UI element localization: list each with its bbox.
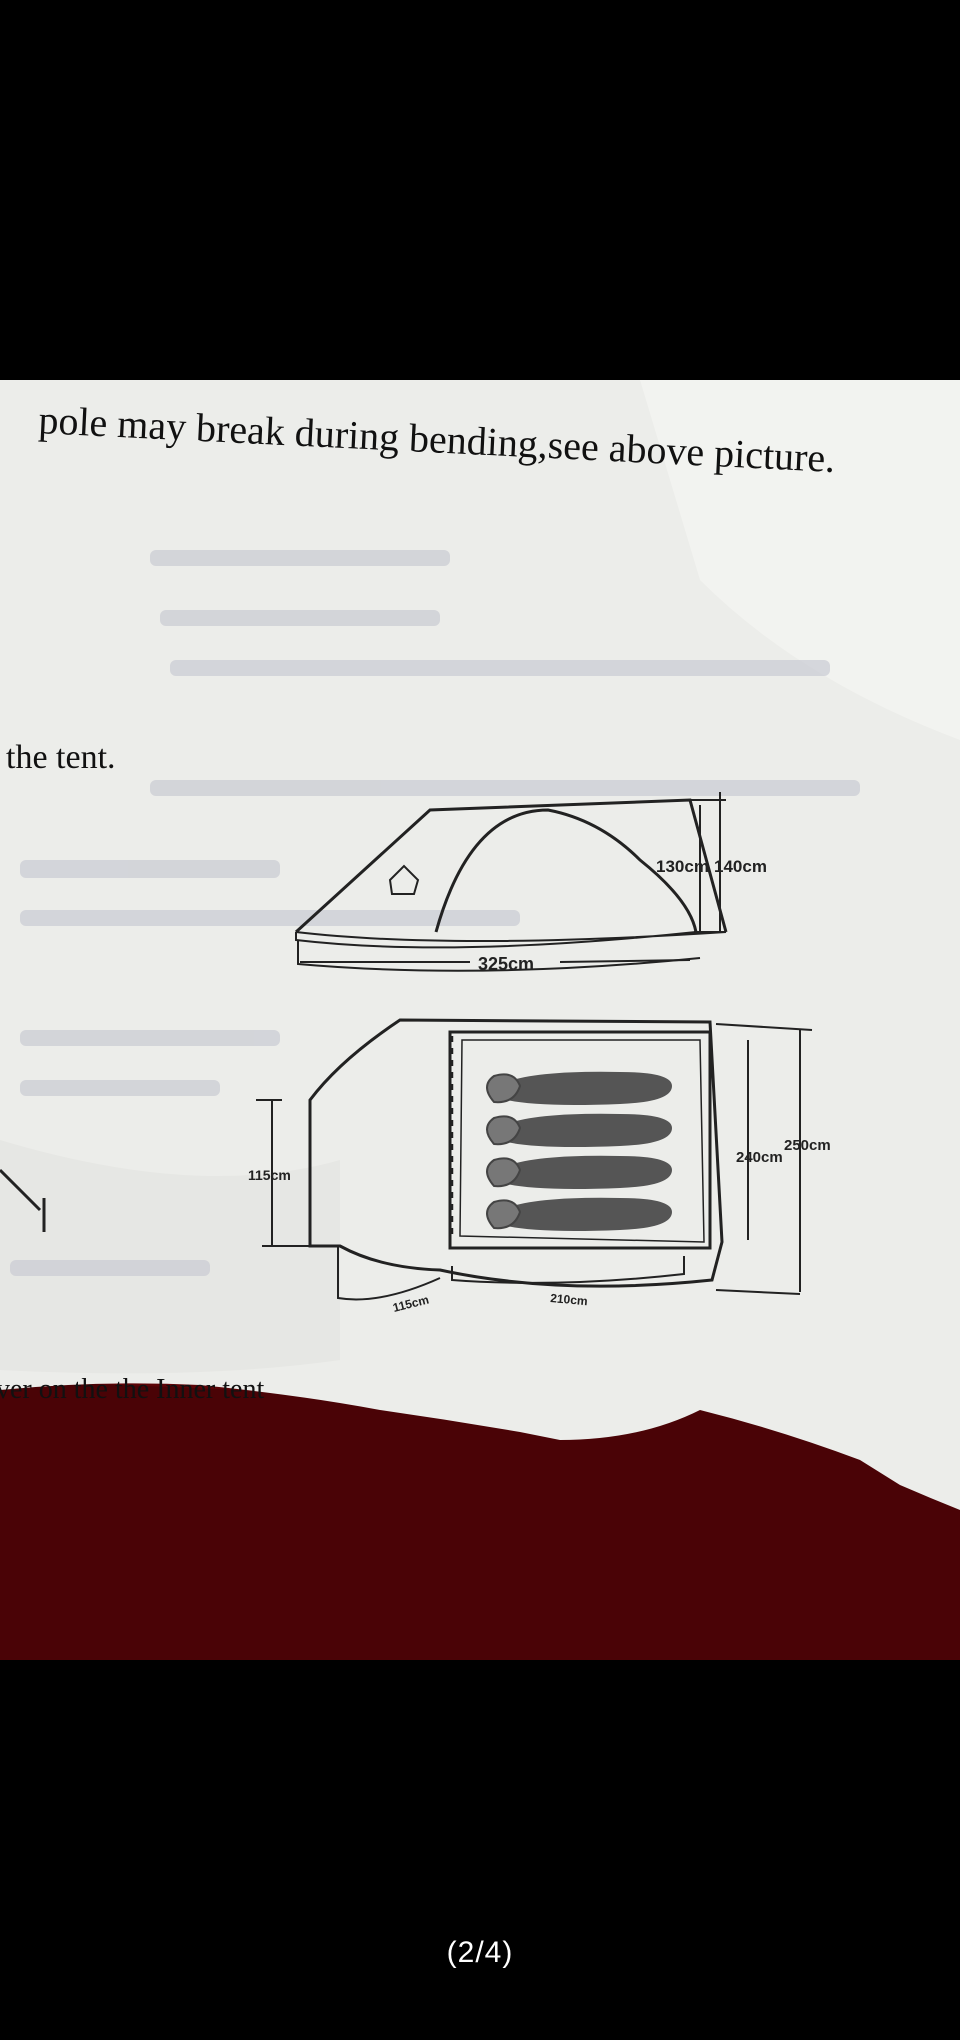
page-counter: (2/4) bbox=[446, 1936, 514, 1969]
side-text-bottom: ver on the the Inner tent bbox=[0, 1374, 264, 1405]
side-length-label: 325cm bbox=[478, 954, 534, 974]
instruction-sheet-photo: pole may break during bending,see above … bbox=[0, 380, 960, 1660]
partial-sketch bbox=[0, 1168, 46, 1232]
sleeping-bag bbox=[486, 1113, 672, 1147]
inner-width-label: 240cm bbox=[736, 1149, 783, 1166]
outer-width-label: 250cm bbox=[784, 1137, 831, 1154]
photo[interactable]: pole may break during bending,see above … bbox=[0, 380, 960, 1660]
sleeping-bag bbox=[486, 1197, 672, 1231]
side-inner-height-label: 130cm bbox=[656, 857, 709, 876]
tent-top-view bbox=[256, 1018, 813, 1301]
inner-length-label: 210cm bbox=[550, 1291, 588, 1308]
side-outer-height-label: 140cm bbox=[714, 857, 767, 876]
side-text-top: the tent. bbox=[6, 739, 116, 776]
sleeping-bag bbox=[486, 1155, 672, 1189]
sleeping-bag bbox=[486, 1071, 672, 1105]
sleeping-bags bbox=[486, 1071, 672, 1231]
vestibule-width-label: 115cm bbox=[248, 1167, 291, 1183]
tent-side-view bbox=[294, 792, 728, 972]
